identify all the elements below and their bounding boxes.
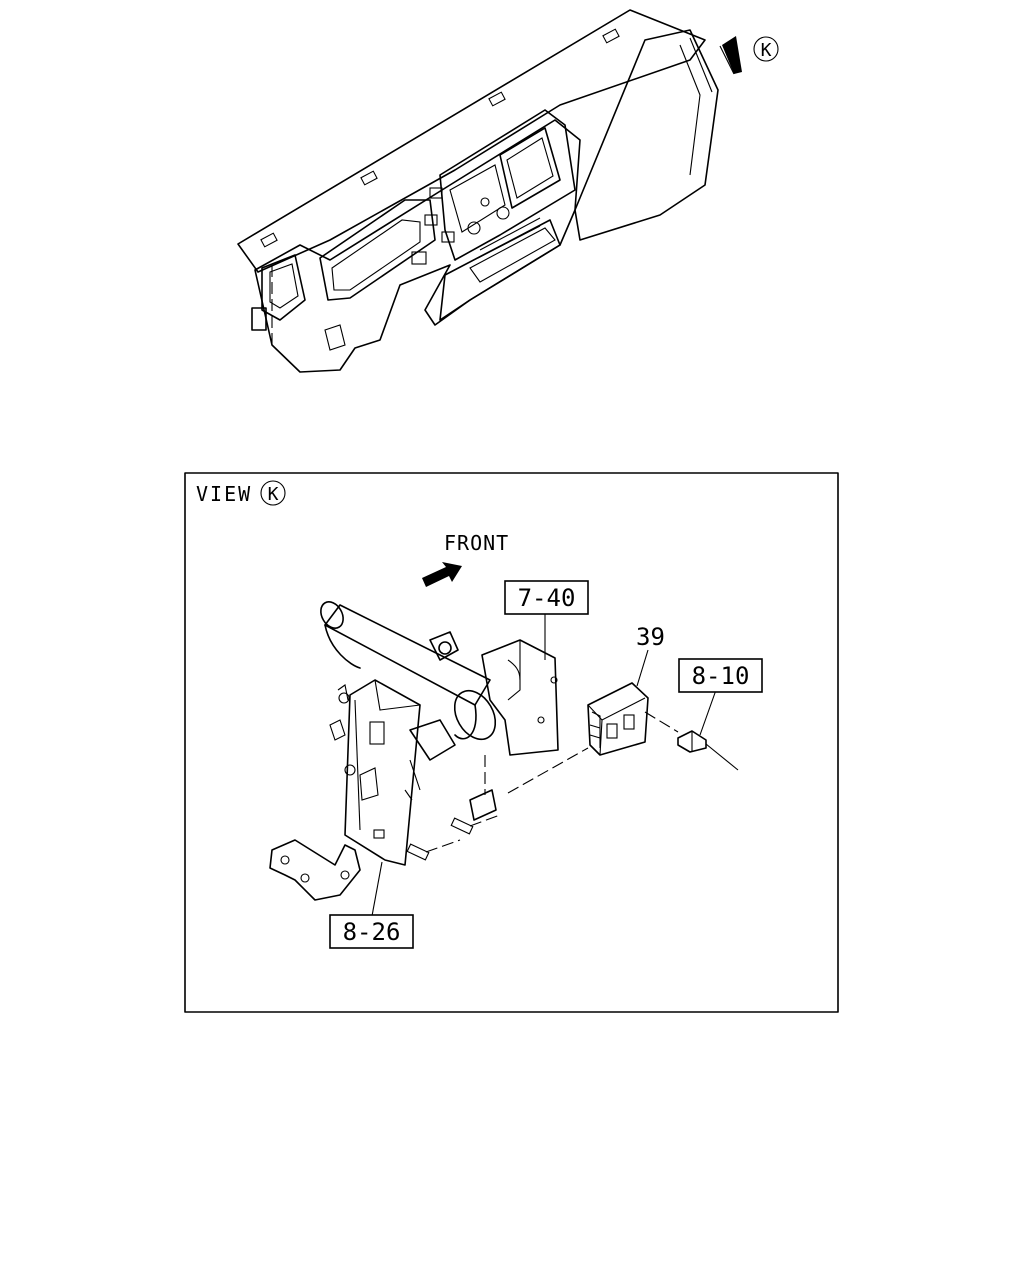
ref-label-39: 39 [636,623,665,651]
dashboard-illustration [237,9,719,373]
relay-39 [587,682,649,756]
svg-text:8-26: 8-26 [343,918,401,946]
svg-text:7-40: 7-40 [518,584,576,612]
connector-line [644,711,679,733]
ref-label-8-26: 8-26 [329,914,414,949]
leader-8-26 [371,861,383,917]
leader-39 [636,649,649,687]
ref-label-8-10: 8-10 [678,658,763,693]
svg-text:K: K [761,40,772,61]
bracket-assembly [269,601,559,901]
front-label: FRONT [444,531,509,555]
svg-text:K: K [268,484,279,505]
view-k-frame [184,472,839,1013]
callout-k-top: K [753,36,779,62]
svg-text:8-10: 8-10 [692,662,750,690]
callout-k-view: K [260,480,286,506]
connector-8-10 [677,730,739,771]
front-arrow [422,562,462,587]
view-direction-arrow [719,36,742,75]
ref-label-7-40: 7-40 [504,580,589,615]
relay-mount-line [507,747,589,794]
view-label: VIEW [196,482,252,506]
leader-8-10 [699,689,717,736]
